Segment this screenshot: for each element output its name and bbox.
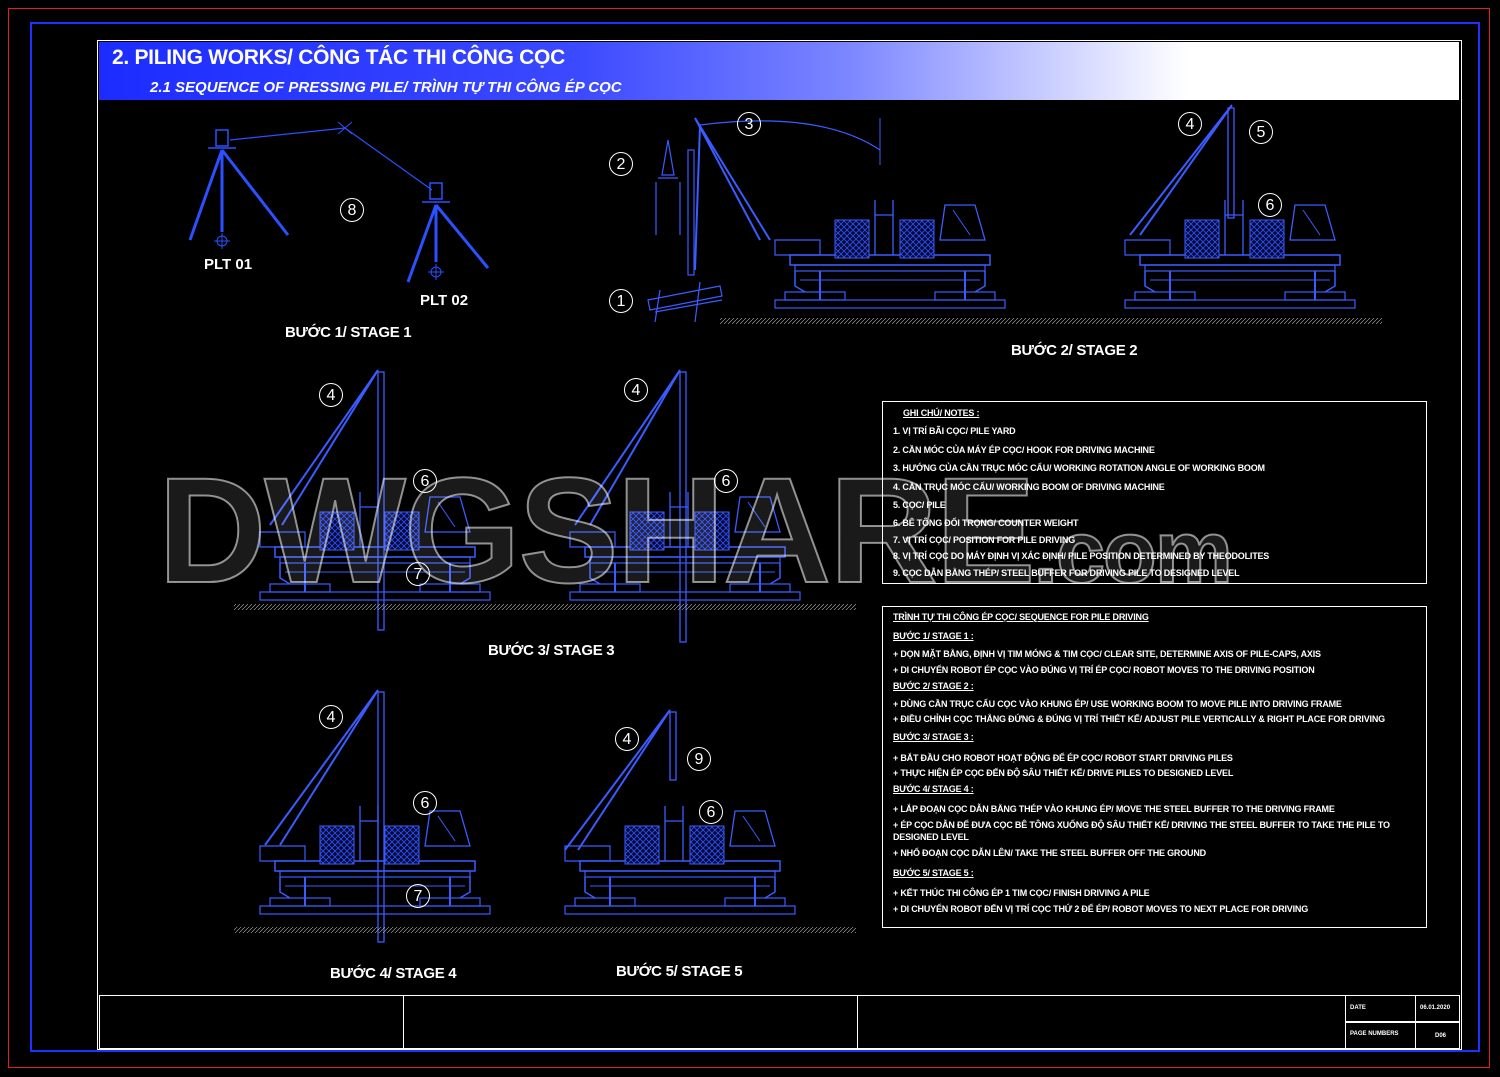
page-value: D06: [1435, 1033, 1447, 1039]
title-block-divider: [403, 995, 404, 1049]
title-block: [99, 995, 1460, 1049]
sequence-stage-head: BƯỚC 4/ STAGE 4 :: [893, 784, 974, 794]
callout-1: 1: [609, 289, 633, 313]
note-item: 1. VỊ TRÍ BÃI CỌC/ PILE YARD: [893, 426, 1016, 436]
sequence-item: + DÙNG CẦN TRỤC CẨU CỌC VÀO KHUNG ÉP/ US…: [893, 699, 1342, 709]
page-label: PAGE NUMBERS: [1350, 1031, 1399, 1037]
stage4-machine: [259, 689, 491, 943]
note-item: 9. CỌC DẪN BẰNG THÉP/ STEEL BUFFER FOR D…: [893, 568, 1240, 578]
stage1-label: BƯỚC 1/ STAGE 1: [285, 324, 412, 341]
tripod-plt01: [188, 129, 290, 249]
note-item: 6. BÊ TÔNG ĐỐI TRỌNG/ COUNTER WEIGHT: [893, 518, 1079, 528]
callout-4: 4: [615, 727, 639, 751]
inner-frame: [97, 40, 1462, 1050]
callout-6: 6: [1258, 193, 1282, 217]
stage3-label: BƯỚC 3/ STAGE 3: [488, 642, 615, 659]
ground-stage4-5: [234, 927, 856, 933]
title-band: [99, 42, 1459, 100]
stage2-machine-b: [1124, 104, 1356, 309]
sequence-stage-head: BƯỚC 5/ STAGE 5 :: [893, 868, 974, 878]
watermark: DWGSHARE.com: [157, 446, 1234, 614]
page-title: 2. PILING WORKS/ CÔNG TÁC THI CÔNG CỌC: [112, 46, 565, 69]
callout-6: 6: [714, 469, 738, 493]
plt02-label: PLT 02: [420, 292, 469, 309]
title-block-divider: [1415, 995, 1416, 1049]
callout-6: 6: [699, 800, 723, 824]
note-item: 4. CẦN TRỤC MÓC CẨU/ WORKING BOOM OF DRI…: [893, 482, 1165, 492]
stage3-machine-b: [569, 369, 801, 643]
stage5-label: BƯỚC 5/ STAGE 5: [616, 963, 743, 980]
stage4-label: BƯỚC 4/ STAGE 4: [330, 965, 457, 982]
sequence-stage-head: BƯỚC 1/ STAGE 1 :: [893, 631, 974, 641]
sequence-item: + ÉP CỌC DẪN ĐỂ ĐƯA CỌC BÊ TÔNG XUỐNG ĐỘ…: [893, 820, 1390, 830]
pile-yard: [647, 139, 723, 323]
sequence-item: + BẮT ĐẦU CHO ROBOT HOẠT ĐỘNG ĐỂ ÉP CỌC/…: [893, 753, 1233, 763]
page-subtitle: 2.1 SEQUENCE OF PRESSING PILE/ TRÌNH TỰ …: [150, 79, 622, 96]
sequence-stage-head: BƯỚC 3/ STAGE 3 :: [893, 732, 974, 742]
stage2-label: BƯỚC 2/ STAGE 2: [1011, 342, 1138, 359]
date-label: DATE: [1350, 1005, 1366, 1011]
page-cell: [1345, 1022, 1460, 1049]
note-item: 2. CẦN MÓC CỦA MÁY ÉP CỌC/ HOOK FOR DRIV…: [893, 445, 1155, 455]
sequence-item: + ĐIỀU CHỈNH CỌC THẲNG ĐỨNG & ĐÚNG VỊ TR…: [893, 714, 1385, 724]
stage3-machine-a: [259, 369, 491, 631]
callout-4: 4: [1178, 112, 1202, 136]
sequence-item: + THỰC HIỆN ÉP CỌC ĐẾN ĐỘ SÂU THIẾT KẾ/ …: [893, 768, 1234, 778]
outer-red-frame: [8, 8, 1490, 1068]
callout-6: 6: [413, 469, 437, 493]
sequence-item: + NHỔ ĐOẠN CỌC DẪN LÊN/ TAKE THE STEEL B…: [893, 848, 1206, 858]
stage2-machine-a: [694, 117, 1006, 309]
sight-line: [229, 127, 433, 191]
notes-box: GHI CHÚ/ NOTES : 1. VỊ TRÍ BÃI CỌC/ PILE…: [882, 401, 1427, 584]
notes-heading: GHI CHÚ/ NOTES :: [903, 408, 980, 418]
ground-stage2: [720, 318, 1382, 324]
sequence-item: + KẾT THÚC THI CÔNG ÉP 1 TIM CỌC/ FINISH…: [893, 888, 1150, 898]
callout-8: 8: [340, 198, 364, 222]
stage5-machine: [564, 709, 796, 915]
callout-4: 4: [319, 705, 343, 729]
callout-9: 9: [687, 747, 711, 771]
callout-6: 6: [413, 791, 437, 815]
callout-7: 7: [406, 884, 430, 908]
blue-frame: [30, 22, 1480, 1052]
sequence-item: + DI CHUYỂN ROBOT ÉP CỌC VÀO ĐÚNG VỊ TRÍ…: [893, 665, 1315, 675]
sequence-heading: TRÌNH TỰ THI CÔNG ÉP CỌC/ SEQUENCE FOR P…: [893, 612, 1149, 622]
title-block-divider: [857, 995, 858, 1049]
callout-5: 5: [1249, 120, 1273, 144]
note-item: 7. VỊ TRÍ CỌC/ POSITION FOR PILE DRIVING: [893, 535, 1076, 545]
callout-4: 4: [319, 383, 343, 407]
sequence-item: + DI CHUYỂN ROBOT ĐẾN VỊ TRÍ CỌC THỨ 2 Đ…: [893, 904, 1308, 914]
note-item: 5. CỌC/ PILE: [893, 500, 946, 510]
sequence-item: + LẮP ĐOẠN CỌC DẪN BẰNG THÉP VÀO KHUNG É…: [893, 804, 1335, 814]
callout-7: 7: [406, 562, 430, 586]
note-item: 3. HƯỚNG CỦA CẦN TRỤC MÓC CẨU/ WORKING R…: [893, 463, 1265, 473]
sequence-item: DESIGNED LEVEL: [893, 832, 969, 842]
callout-3: 3: [737, 112, 761, 136]
callout-4: 4: [624, 378, 648, 402]
date-value: 06.01.2020: [1420, 1005, 1451, 1011]
sequence-item: + DỌN MẶT BẰNG, ĐỊNH VỊ TIM MÓNG & TIM C…: [893, 649, 1321, 659]
ground-stage3: [234, 604, 856, 610]
date-cell: [1345, 995, 1460, 1022]
plt01-label: PLT 01: [204, 256, 253, 273]
callout-2: 2: [609, 152, 633, 176]
sequence-box: TRÌNH TỰ THI CÔNG ÉP CỌC/ SEQUENCE FOR P…: [882, 606, 1427, 928]
sequence-stage-head: BƯỚC 2/ STAGE 2 :: [893, 681, 974, 691]
note-item: 8. VỊ TRÍ CỌC DO MÁY ĐỊNH VỊ XÁC ĐỊNH/ P…: [893, 551, 1270, 561]
tripod-plt02: [406, 182, 490, 283]
